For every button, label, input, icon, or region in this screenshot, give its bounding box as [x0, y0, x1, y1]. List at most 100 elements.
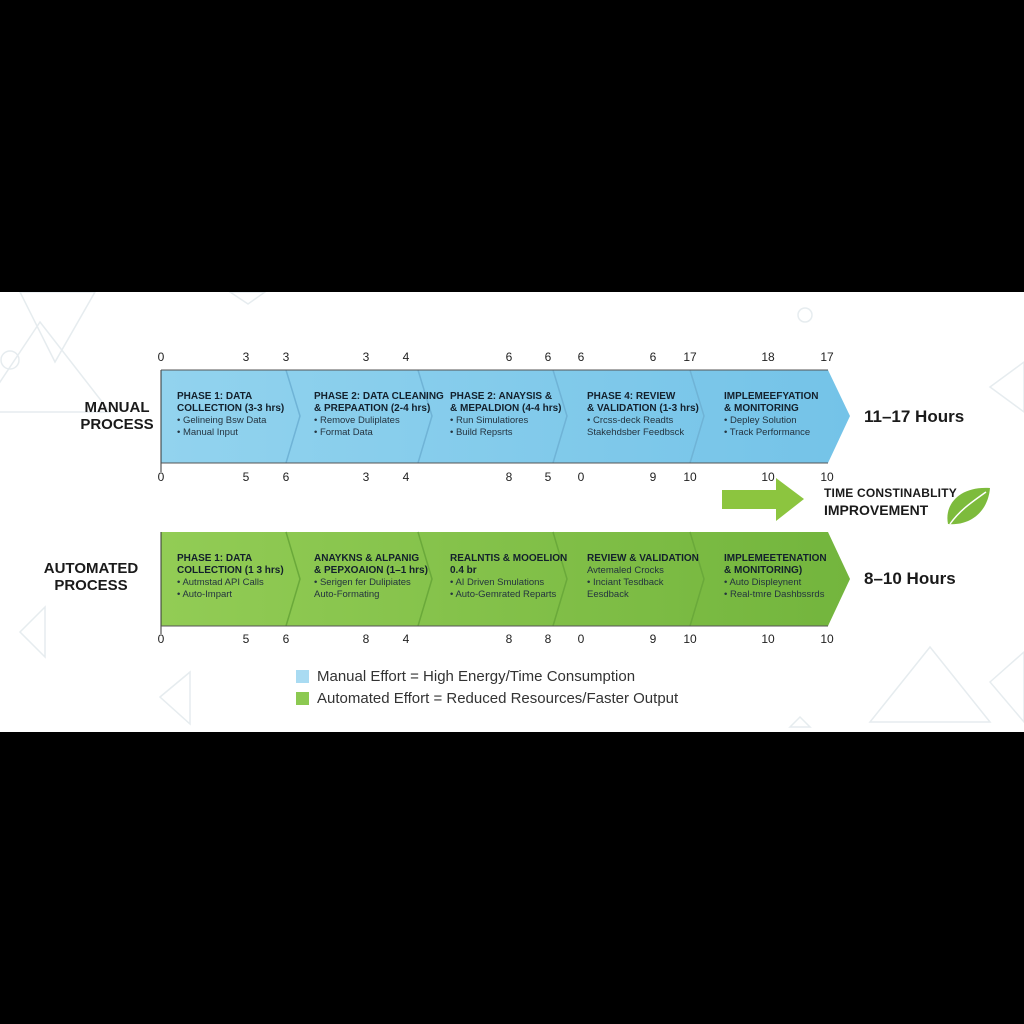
phase-item: • Manual Input [177, 427, 238, 438]
phase-item: • Track Performance [724, 427, 811, 438]
automated-label-line1: AUTOMATED [43, 560, 139, 577]
phase-item: • Depley Solution [724, 415, 797, 426]
automated-process-label: AUTOMATED PROCESS [16, 560, 166, 594]
automated-phase-2: ANAYKNS & ALPANIG & PEPXOAION (1–1 hrs) … [314, 553, 428, 601]
phase-item: • Crcss-deck Readts [587, 415, 674, 426]
manual-top-tick: 3 [242, 350, 250, 364]
manual-bottom-tick: 0 [577, 470, 585, 484]
phase-item: • Build Repsrts [450, 427, 513, 438]
manual-total-hours: 11–17 Hours [864, 407, 965, 426]
automated-bottom-tick: 10 [683, 632, 697, 646]
phase-title: REALNTIS & MOOELION [450, 553, 568, 564]
phase-item: Auto-Formating [314, 589, 380, 600]
manual-phase-3: PHASE 2: ANAYSIS & & MEPALDION (4-4 hrs)… [450, 391, 562, 439]
automated-phase-4: REVIEW & VALIDATION Avtemaled Crocks • I… [587, 553, 699, 601]
manual-process-label: MANUAL PROCESS [42, 399, 192, 433]
phase-item: • Autmstad API Calls [177, 577, 264, 588]
automated-bottom-tick: 10 [820, 632, 834, 646]
legend-swatch-automated [296, 692, 309, 705]
manual-phase-2: PHASE 2: DATA CLEANING & PREPAATION (2-4… [314, 391, 444, 439]
phase-item: • Format Data [314, 427, 373, 438]
manual-top-tick: 3 [362, 350, 370, 364]
manual-divider-1 [285, 369, 301, 464]
manual-bottom-tick: 4 [402, 470, 410, 484]
background-decoration [0, 292, 1024, 728]
automated-divider-1 [285, 531, 301, 627]
automated-bottom-tick: 6 [282, 632, 290, 646]
phase-title: IMPLEMEEFYATION [724, 391, 819, 402]
manual-top-tick: 3 [282, 350, 290, 364]
automated-phase-1: PHASE 1: DATA COLLECTION (1 3 hrs) • Aut… [177, 553, 284, 601]
phase-subtitle: & MONITORING) [724, 565, 803, 576]
manual-phase-5: IMPLEMEEFYATION & MONITORING • Depley So… [724, 391, 818, 439]
automated-divider-3 [552, 531, 568, 627]
phase-title: PHASE 1: DATA [177, 553, 253, 564]
phase-item: Stakehdsber Feedbsck [587, 427, 685, 438]
manual-bottom-tick: 5 [544, 470, 552, 484]
automated-bottom-tick: 9 [649, 632, 657, 646]
improvement-callout: TIME CONSTINABLITY IMPROVEMENT [824, 485, 957, 519]
phase-title: PHASE 2: DATA CLEANING [314, 391, 444, 402]
phase-title: PHASE 1: DATA [177, 391, 253, 402]
manual-top-tick: 4 [402, 350, 410, 364]
phase-title: ANAYKNS & ALPANIG [314, 553, 420, 564]
legend-item-manual: Manual Effort = High Energy/Time Consump… [296, 668, 635, 685]
manual-track [160, 369, 990, 634]
leaf-icon [947, 487, 990, 525]
phase-item: • Serigen fer Dulipiates [314, 577, 411, 588]
automated-label-line2: PROCESS [54, 577, 128, 594]
phase-item: Avtemaled Crocks [587, 565, 664, 576]
legend-swatch-manual [296, 670, 309, 683]
manual-divider-2 [417, 369, 433, 464]
manual-bottom-tick: 10 [761, 470, 775, 484]
manual-top-tick: 0 [157, 350, 165, 364]
improvement-line2: IMPROVEMENT [824, 502, 929, 518]
phase-subtitle: & PEPXOAION (1–1 hrs) [314, 565, 428, 576]
manual-phase-4: PHASE 4: REVIEW & VALIDATION (1-3 hrs) •… [587, 391, 699, 439]
improvement-arrow [722, 478, 804, 521]
automated-bottom-tick: 5 [242, 632, 250, 646]
phase-title: PHASE 2: ANAYSIS & [450, 391, 553, 402]
manual-bottom-tick: 10 [683, 470, 697, 484]
manual-bottom-tick: 5 [242, 470, 250, 484]
phase-item: • Real-tmre Dashbssrds [724, 589, 825, 600]
manual-divider-4 [689, 369, 705, 464]
phase-item: • Auto Displeynent [724, 577, 802, 588]
manual-label-line2: PROCESS [80, 416, 154, 433]
manual-top-tick: 6 [505, 350, 513, 364]
manual-top-tick: 6 [577, 350, 585, 364]
automated-bottom-tick: 0 [577, 632, 585, 646]
phase-title: IMPLEMEETENATION [724, 553, 827, 564]
manual-divider-3 [552, 369, 568, 464]
phase-title: PHASE 4: REVIEW [587, 391, 676, 402]
manual-bottom-tick: 10 [820, 470, 834, 484]
manual-bottom-tick: 6 [282, 470, 290, 484]
diagram-panel: MANUAL PROCESS [0, 292, 1024, 732]
manual-bottom-tick: 8 [505, 470, 513, 484]
phase-subtitle: & PREPAATION (2-4 hrs) [314, 403, 431, 414]
automated-arrow-body [161, 532, 850, 626]
automated-phase-5: IMPLEMEETENATION & MONITORING) • Auto Di… [724, 553, 827, 601]
legend-label-automated: Automated Effort = Reduced Resources/Fas… [317, 690, 679, 707]
automated-bottom-tick: 8 [544, 632, 552, 646]
phase-subtitle: & VALIDATION (1-3 hrs) [587, 403, 699, 414]
automated-bottom-tick: 0 [157, 632, 165, 646]
automated-phase-3: REALNTIS & MOOELION 0.4 br • AI Driven S… [450, 553, 567, 601]
phase-item: Eesdback [587, 589, 629, 600]
manual-label-line1: MANUAL [84, 399, 150, 416]
automated-bottom-tick: 4 [402, 632, 410, 646]
phase-item: • Inciant Tesdback [587, 577, 664, 588]
phase-item: • Remove Duliplates [314, 415, 400, 426]
automated-bottom-tick: 8 [362, 632, 370, 646]
phase-subtitle: COLLECTION (1 3 hrs) [177, 565, 284, 576]
automated-divider-4 [689, 531, 705, 627]
phase-item: • Gelineing Bsw Data [177, 415, 267, 426]
automated-bottom-tick: 8 [505, 632, 513, 646]
phase-item: • AI Driven Smulations [450, 577, 545, 588]
phase-item: • Run Simulatiores [450, 415, 529, 426]
phase-subtitle: 0.4 br [450, 565, 477, 576]
phase-item: • Auto-Gemrated Reparts [450, 589, 557, 600]
automated-total-hours: 8–10 Hours [864, 569, 956, 588]
manual-top-tick: 17 [820, 350, 834, 364]
manual-top-tick: 17 [683, 350, 697, 364]
